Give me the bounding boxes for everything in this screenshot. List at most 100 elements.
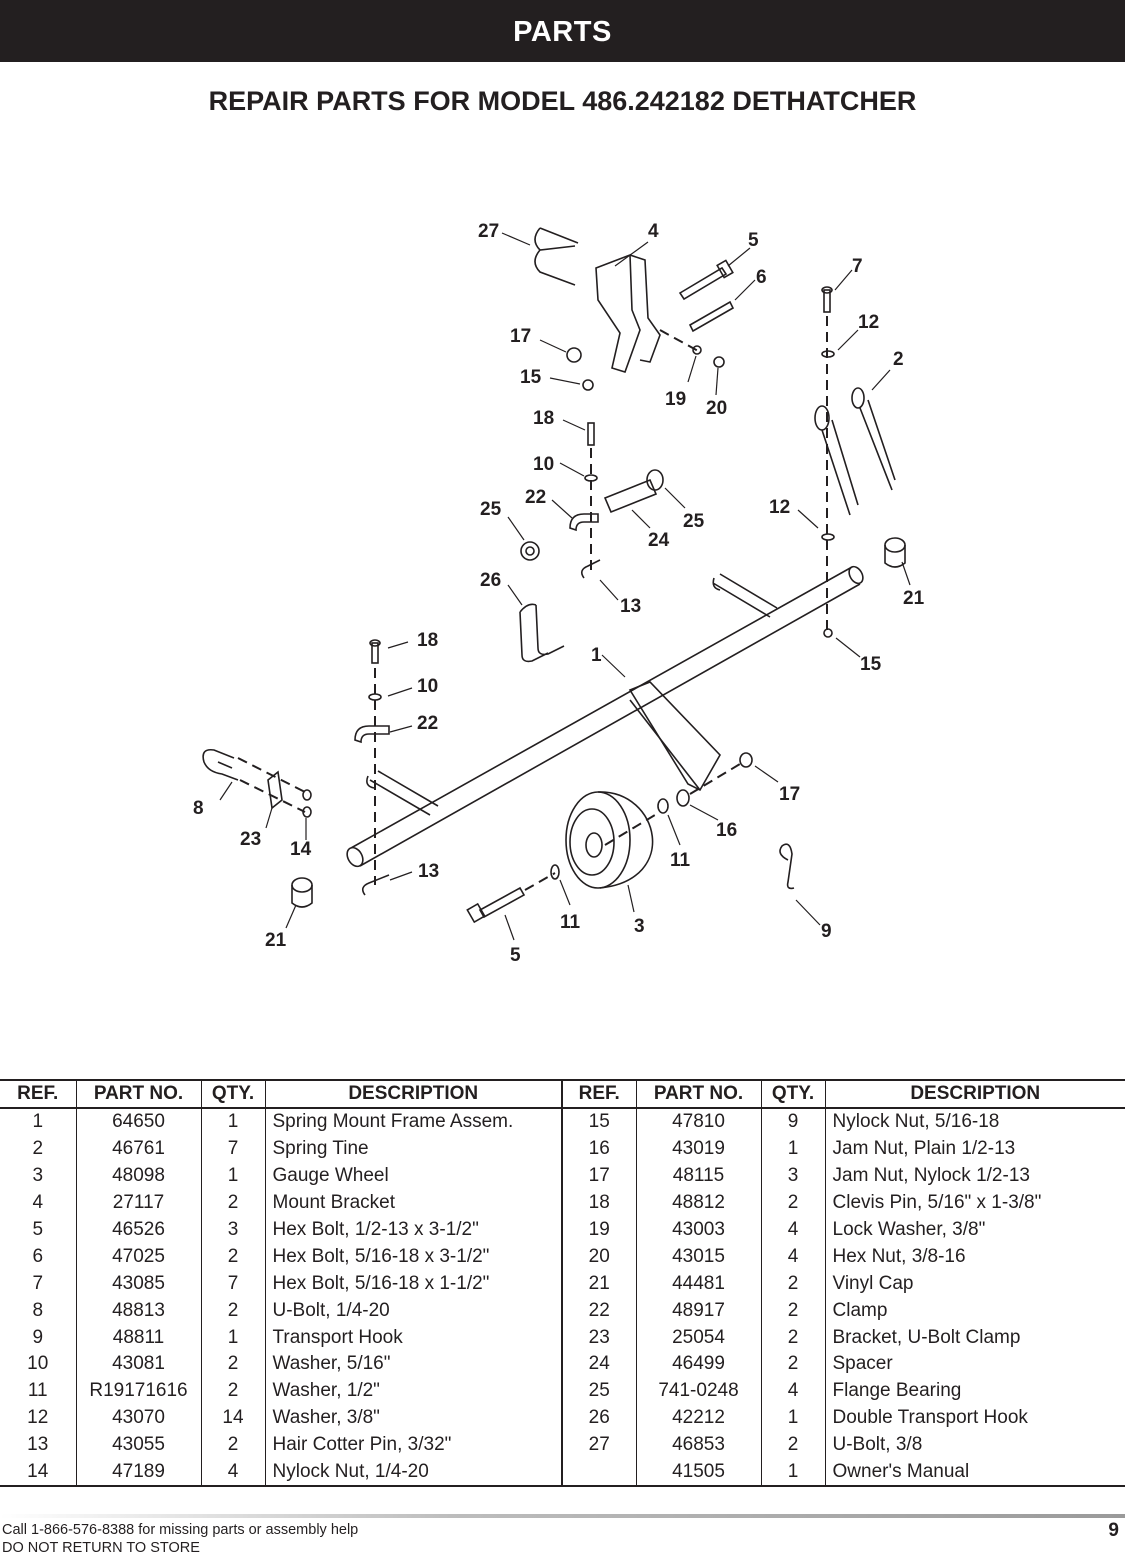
left-pin-stack [354, 639, 390, 896]
ref-cell: 25 [561, 1377, 636, 1405]
callout: 15 [860, 654, 882, 675]
exploded-parts-diagram: 27 4 5 6 7 12 2 17 15 19 20 18 10 22 25 … [193, 221, 925, 966]
col-header-qty: QTY. [200, 1079, 265, 1109]
qty-cell: 2 [760, 1189, 825, 1217]
qty-cell: 7 [200, 1270, 265, 1298]
callout: 17 [510, 326, 531, 347]
qty-cell: 2 [760, 1297, 825, 1325]
ref-cell: 9 [32, 1326, 44, 1348]
ref-cell: 15 [561, 1108, 636, 1136]
description-cell: Clamp [824, 1297, 1125, 1325]
ref-cell: 5 [32, 1219, 44, 1240]
callout: 25 [480, 499, 502, 520]
repair-parts-table: REF. PART NO. QTY. DESCRIPTION REF. PART… [0, 1079, 1125, 1488]
qty-cell: 1 [760, 1404, 825, 1432]
ref-cell: 7 [32, 1272, 44, 1294]
part-no-cell: 43085 [75, 1270, 201, 1298]
gauge-wheel [565, 791, 654, 889]
ref-cell: 2 [32, 1138, 44, 1160]
callout: 14 [290, 839, 312, 860]
ref-cell: 11 [27, 1380, 48, 1402]
ref-cell: 17 [561, 1162, 636, 1190]
ref-cell: 14 [0, 1458, 76, 1488]
callout: 5 [510, 945, 521, 966]
part-no-cell: 25054 [635, 1324, 761, 1352]
spring-tine-stack [814, 286, 896, 638]
callout: 15 [520, 367, 542, 388]
description-cell: Bracket, U-Bolt Clamp [824, 1324, 1125, 1352]
qty-cell: 3 [200, 1216, 265, 1244]
qty-cell: 9 [760, 1108, 825, 1136]
vinyl-caps [291, 537, 906, 908]
description-cell: Washer, 5/16" [264, 1351, 562, 1378]
callout: 10 [417, 676, 438, 697]
callout: 13 [418, 861, 439, 882]
callout: 13 [620, 596, 641, 617]
callout: 12 [858, 312, 879, 333]
qty-cell: 1 [200, 1162, 265, 1190]
callout: 9 [821, 921, 832, 942]
ref-cell: 19 [561, 1216, 636, 1244]
qty-cell: 2 [760, 1270, 825, 1298]
part-no-cell: 48812 [635, 1189, 761, 1217]
col-header-description: DESCRIPTION [824, 1079, 1125, 1109]
callout: 11 [560, 912, 581, 933]
part-no-cell: 46499 [635, 1351, 761, 1378]
part-no-cell: 48813 [75, 1297, 201, 1325]
col-header-part-no: PART NO. [75, 1079, 201, 1109]
footer-rule [0, 1514, 1125, 1518]
description-cell: Washer, 1/2" [264, 1377, 562, 1405]
callout: 3 [634, 916, 645, 937]
u-bolt-clamp-assembly [202, 748, 312, 818]
qty-cell: 1 [200, 1324, 265, 1352]
part-no-cell: 64650 [75, 1108, 201, 1136]
qty-cell: 2 [760, 1351, 825, 1378]
col-header-ref: REF. [561, 1079, 636, 1109]
transport-hook [779, 843, 795, 890]
part-no-cell: 46853 [635, 1431, 761, 1459]
ref-cell: 13 [27, 1434, 49, 1456]
callout: 27 [478, 221, 499, 242]
description-cell: Nylock Nut, 5/16-18 [824, 1108, 1125, 1136]
ref-cell: 20 [561, 1243, 636, 1271]
footer-help-text: Call 1-866-576-8388 for missing parts or… [2, 1522, 359, 1538]
callout: 5 [748, 230, 759, 251]
callout: 24 [648, 530, 670, 551]
callout: 2 [893, 349, 904, 370]
callout: 4 [648, 221, 659, 242]
callout: 12 [769, 497, 790, 518]
description-cell: Hair Cotter Pin, 3/32" [264, 1431, 562, 1459]
qty-cell: 1 [200, 1108, 265, 1136]
callout: 18 [533, 408, 554, 429]
page-number: 9 [1108, 1520, 1119, 1541]
description-cell: Transport Hook [264, 1324, 562, 1352]
ref-cell: 12 [27, 1407, 49, 1429]
ref-cell: 23 [561, 1324, 636, 1352]
part-no-cell: 46761 [75, 1135, 201, 1163]
center-pin-stack [520, 422, 664, 579]
qty-cell: 2 [200, 1297, 265, 1325]
page-title: REPAIR PARTS FOR MODEL 486.242182 DETHAT… [208, 86, 917, 116]
description-cell: Mount Bracket [264, 1189, 562, 1217]
part-no-cell: 42212 [635, 1404, 761, 1432]
part-no-cell: 41505 [635, 1458, 761, 1488]
callout: 19 [665, 389, 686, 410]
description-cell: Spring Tine [264, 1135, 562, 1163]
description-cell: Clevis Pin, 5/16" x 1-3/8" [824, 1189, 1125, 1217]
col-header-description: DESCRIPTION [264, 1079, 562, 1109]
part-no-cell: 27117 [75, 1189, 201, 1217]
qty-cell: 2 [200, 1351, 265, 1378]
qty-cell: 4 [760, 1243, 825, 1271]
qty-cell: 7 [200, 1135, 265, 1163]
ref-cell: 24 [561, 1351, 636, 1378]
part-no-cell: 48098 [75, 1162, 201, 1190]
part-no-cell: 48811 [75, 1324, 201, 1352]
col-header-ref: REF. [0, 1079, 76, 1109]
callout: 23 [240, 829, 261, 850]
ref-cell: 22 [561, 1297, 636, 1325]
description-cell: Nylock Nut, 1/4-20 [264, 1458, 562, 1488]
